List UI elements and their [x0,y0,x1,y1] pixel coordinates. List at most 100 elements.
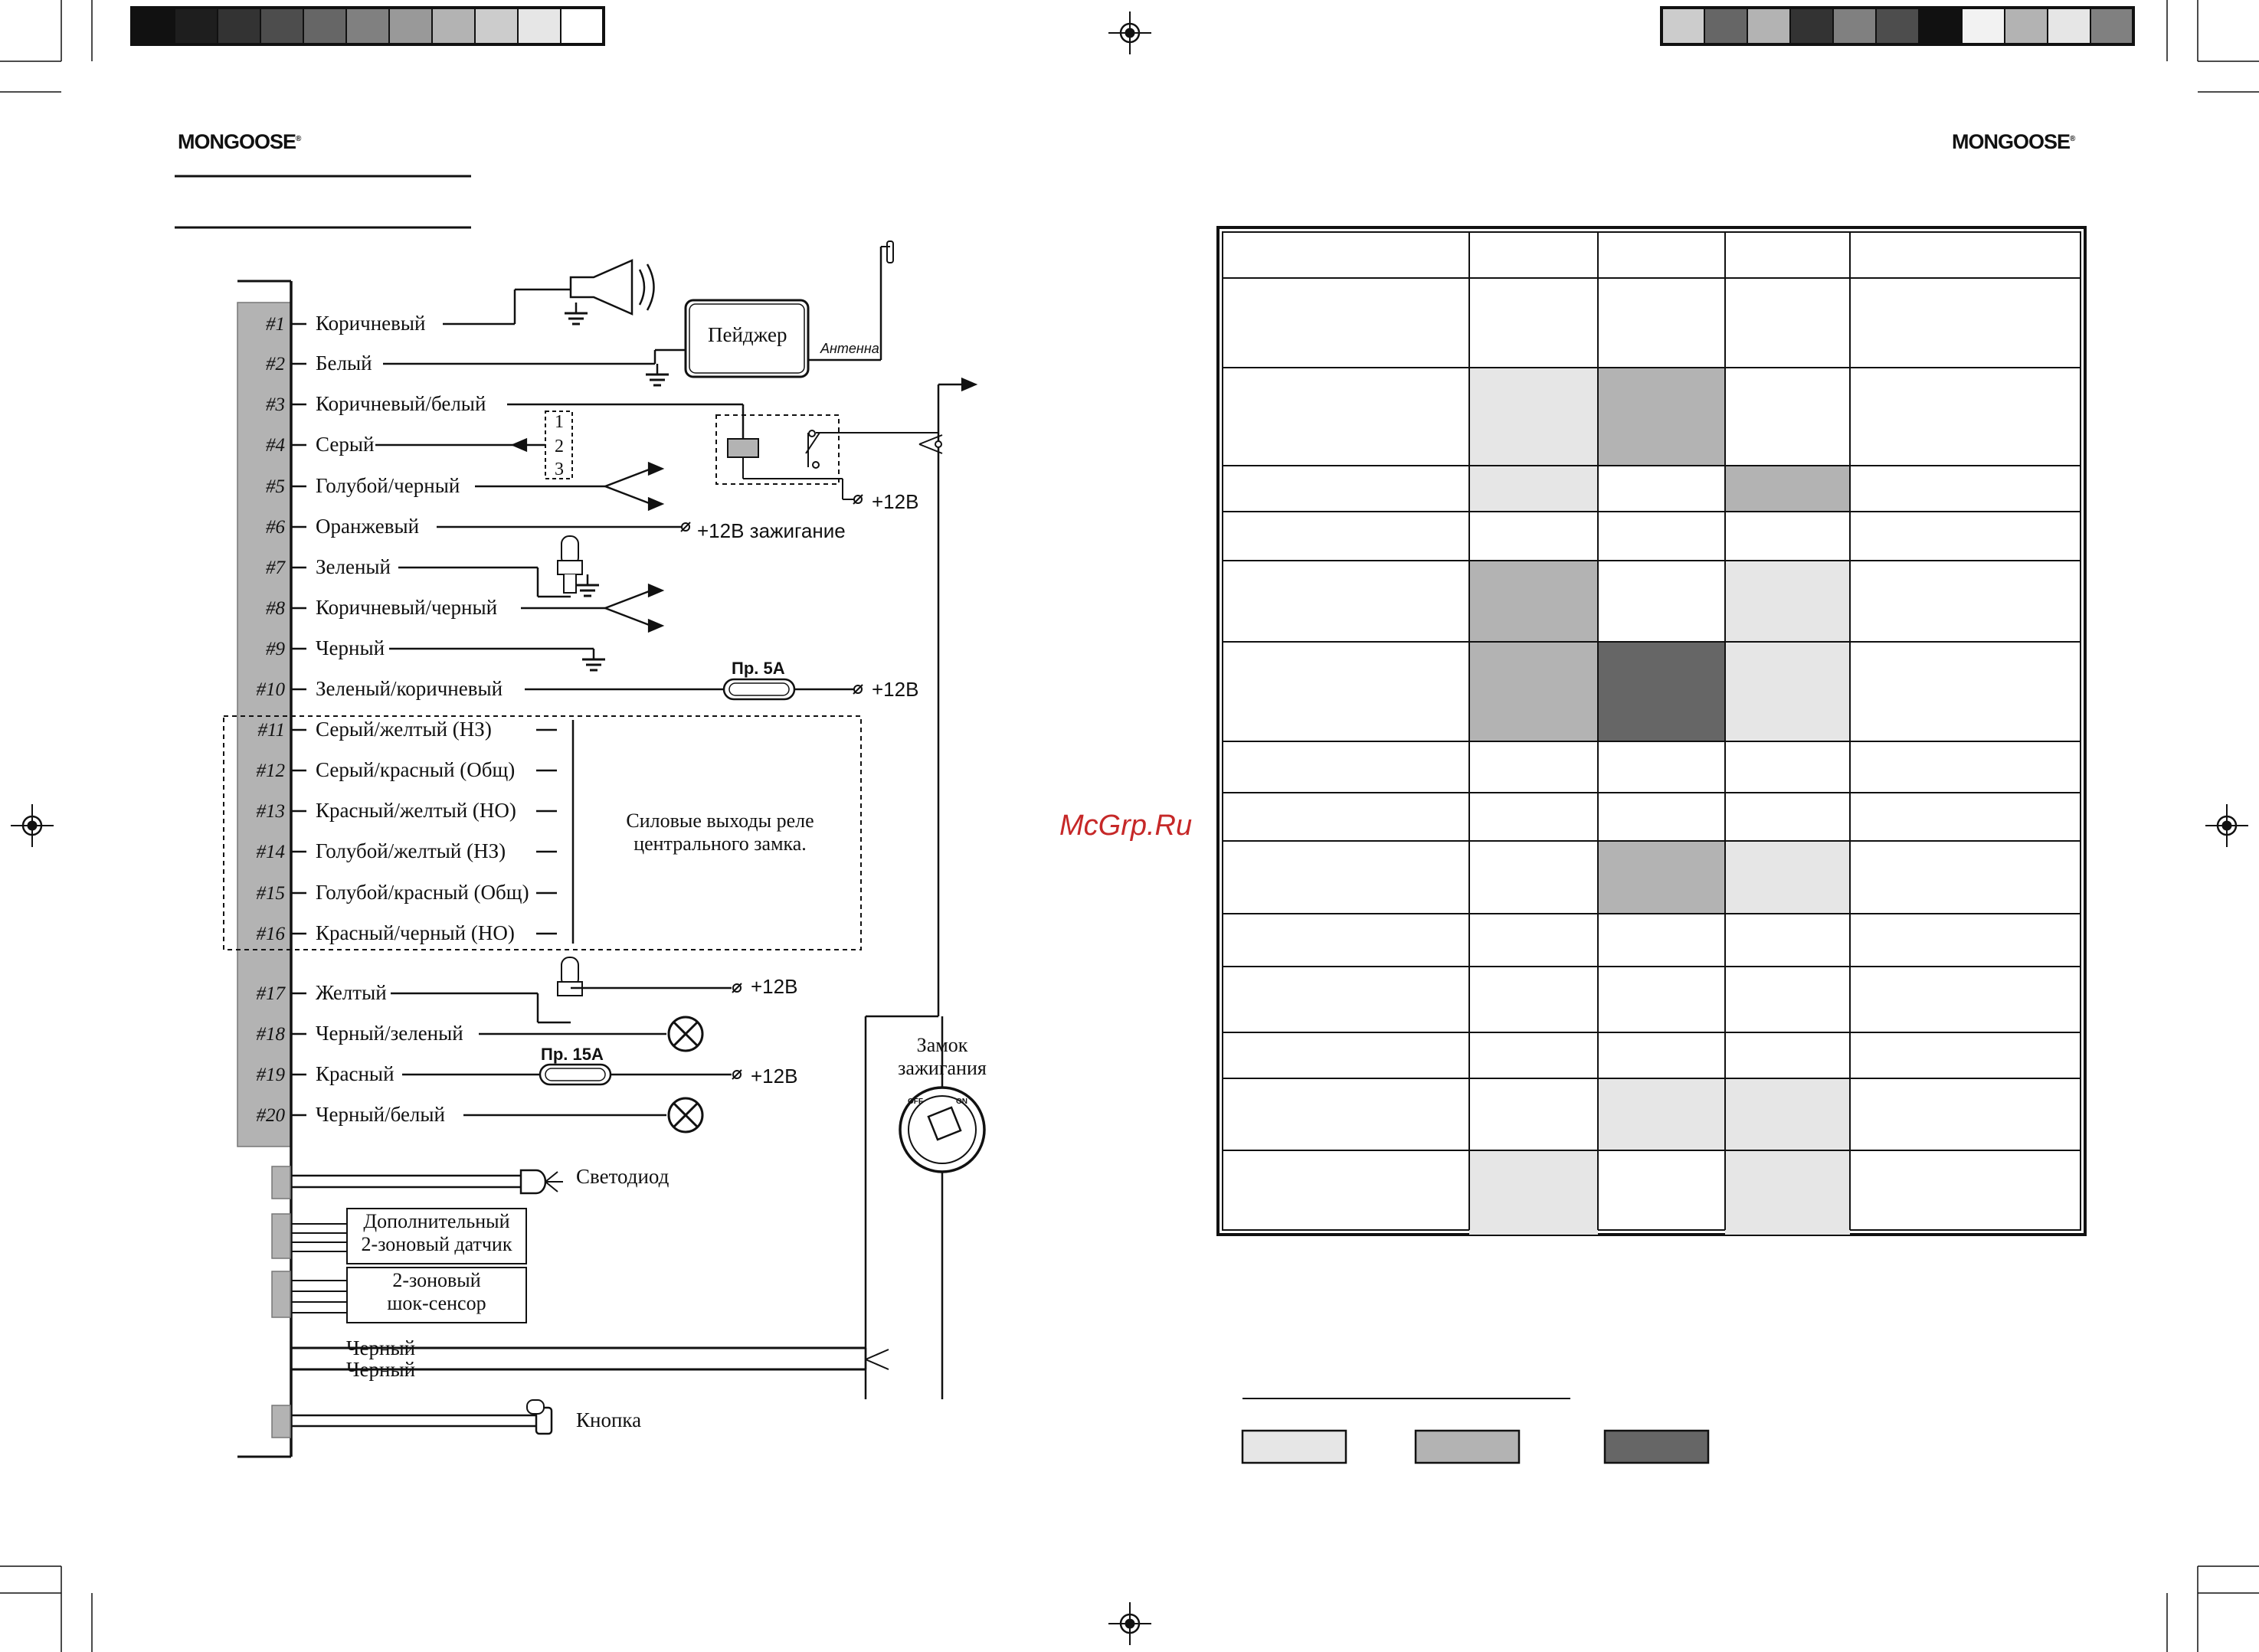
calibration-swatch-right [1832,7,1877,45]
relay-12v-terminal-slash [853,494,863,505]
led-icon [519,1169,547,1195]
table-cell-light [1725,1078,1850,1150]
relay-contact-dot [808,430,816,437]
pin-number: #11 [257,720,285,741]
black-wire-1-label: Черный [346,1336,416,1359]
calibration-swatch-right [2004,7,2048,45]
calibration-swatch-right [1747,7,1791,45]
calibration-swatch-left [431,7,476,45]
extra-sensor-connector [271,1213,291,1259]
fuse-15a-inner [545,1068,606,1081]
pin-number: #18 [256,1024,286,1045]
relay-contact-arm [805,432,820,454]
status-table-inner [1222,231,2081,1231]
pin-number: #12 [256,761,286,781]
fuse-15a [539,1063,612,1086]
pager-box [684,299,810,378]
scissor-mark-1 [918,434,943,454]
shock-sensor-box [346,1267,527,1323]
table-cell-light [1469,368,1598,466]
ignition-key-icon [927,1106,962,1141]
antenna-label: Антенна [820,341,879,356]
shock-sensor-line1: 2-зоновый [392,1269,481,1291]
antenna-tip [886,240,894,263]
ignition-switch-line1: Замок [916,1034,968,1056]
plus12-fuse5: +12В [872,678,919,701]
table-cell-light [1725,561,1850,642]
ignition-switch-inner [908,1095,977,1164]
relay-number-3: 3 [555,460,564,479]
pin-label: Зеленый [316,555,391,578]
fuse-15a-label: Пр. 15А [541,1045,604,1064]
relay-pin-box [545,411,573,479]
pin-label: Белый [316,352,372,375]
table-cell-light [1725,1150,1850,1235]
black-wire-2-label: Черный [346,1358,416,1381]
fuse15-terminal-slash [732,1069,742,1080]
arrow-right-head [961,377,978,392]
logo-right-reg: ® [2070,135,2075,143]
pin-number: #9 [266,639,285,659]
table-cell-mid [1598,368,1725,466]
table-cell-light [1469,466,1598,512]
pin-label: Черный/зеленый [316,1022,463,1045]
table-cell-mid [1598,841,1725,914]
extra-sensor-line2: 2-зоновый датчик [361,1233,512,1255]
extra-sensor-label: Дополнительный 2-зоновый датчик [347,1210,526,1256]
plus12-pin19: +12В [751,1065,798,1088]
pin-number: #17 [256,983,286,1004]
pin-label: Серый/желтый (НЗ) [316,718,492,741]
calibration-swatch-left [131,7,175,45]
pin-number: #4 [266,435,285,456]
calibration-swatch-left [260,7,304,45]
key-on-label: ON [956,1098,967,1106]
calibration-swatch-left [217,7,261,45]
pin-label: Коричневый/черный [316,596,498,619]
pin-label: Красный/желтый (НО) [316,799,516,822]
pin-label: Серый/красный (Общ) [316,758,516,781]
calibration-swatch-left [560,7,604,45]
arrow-8a [647,583,665,598]
scissor-mark-2 [865,1349,889,1370]
pager-inner [689,303,805,374]
fuse-5a-inner [728,682,790,696]
split-8 [604,589,652,627]
pin-label: Серый [316,433,375,456]
pin-number: #15 [256,883,286,904]
calibration-swatch-left [345,7,390,45]
plus12-pin17: +12В [751,975,798,998]
legend-swatch-light [1241,1429,1347,1464]
shock-sensor-connector [271,1271,291,1318]
pin-number: #14 [256,842,286,862]
pin-label: Голубой/красный (Общ) [316,881,529,904]
relay-box [715,414,840,485]
legend-swatch-dark [1603,1429,1710,1464]
calibration-swatch-right [1961,7,2005,45]
led-ray-2 [545,1181,558,1192]
button-cap [526,1399,545,1415]
fuse5-terminal-slash [853,684,863,695]
pin-label: Оранжевый [316,515,420,538]
ignition-terminal-slash [680,522,691,532]
table-cell-light [1725,642,1850,741]
ignition-switch-label: Замок зажигания [881,1034,1003,1080]
arrow-gray [510,437,528,453]
calibration-bar-left-frame [130,6,605,46]
pin-number: #16 [256,924,286,944]
calibration-swatch-right [1661,7,1705,45]
hood-switch-threads [563,574,577,594]
relay-coil [727,438,759,458]
hood-switch-nut [557,560,583,575]
plus12-relay: +12В [872,490,919,513]
pin-label: Черный [316,636,385,659]
central-lock-label: Силовые выходы реле центрального замка. [605,810,835,855]
pin-label: Красный/черный (НО) [316,921,515,944]
yellow-12v-terminal-slash [732,983,742,993]
table-cell-light [1725,841,1850,914]
pin-number: #20 [256,1105,286,1126]
siren-wave-1 [638,269,646,306]
legend-swatch-mid [1414,1429,1521,1464]
shock-sensor-line2: шок-сенсор [387,1292,486,1314]
pin-number: #2 [266,354,285,375]
